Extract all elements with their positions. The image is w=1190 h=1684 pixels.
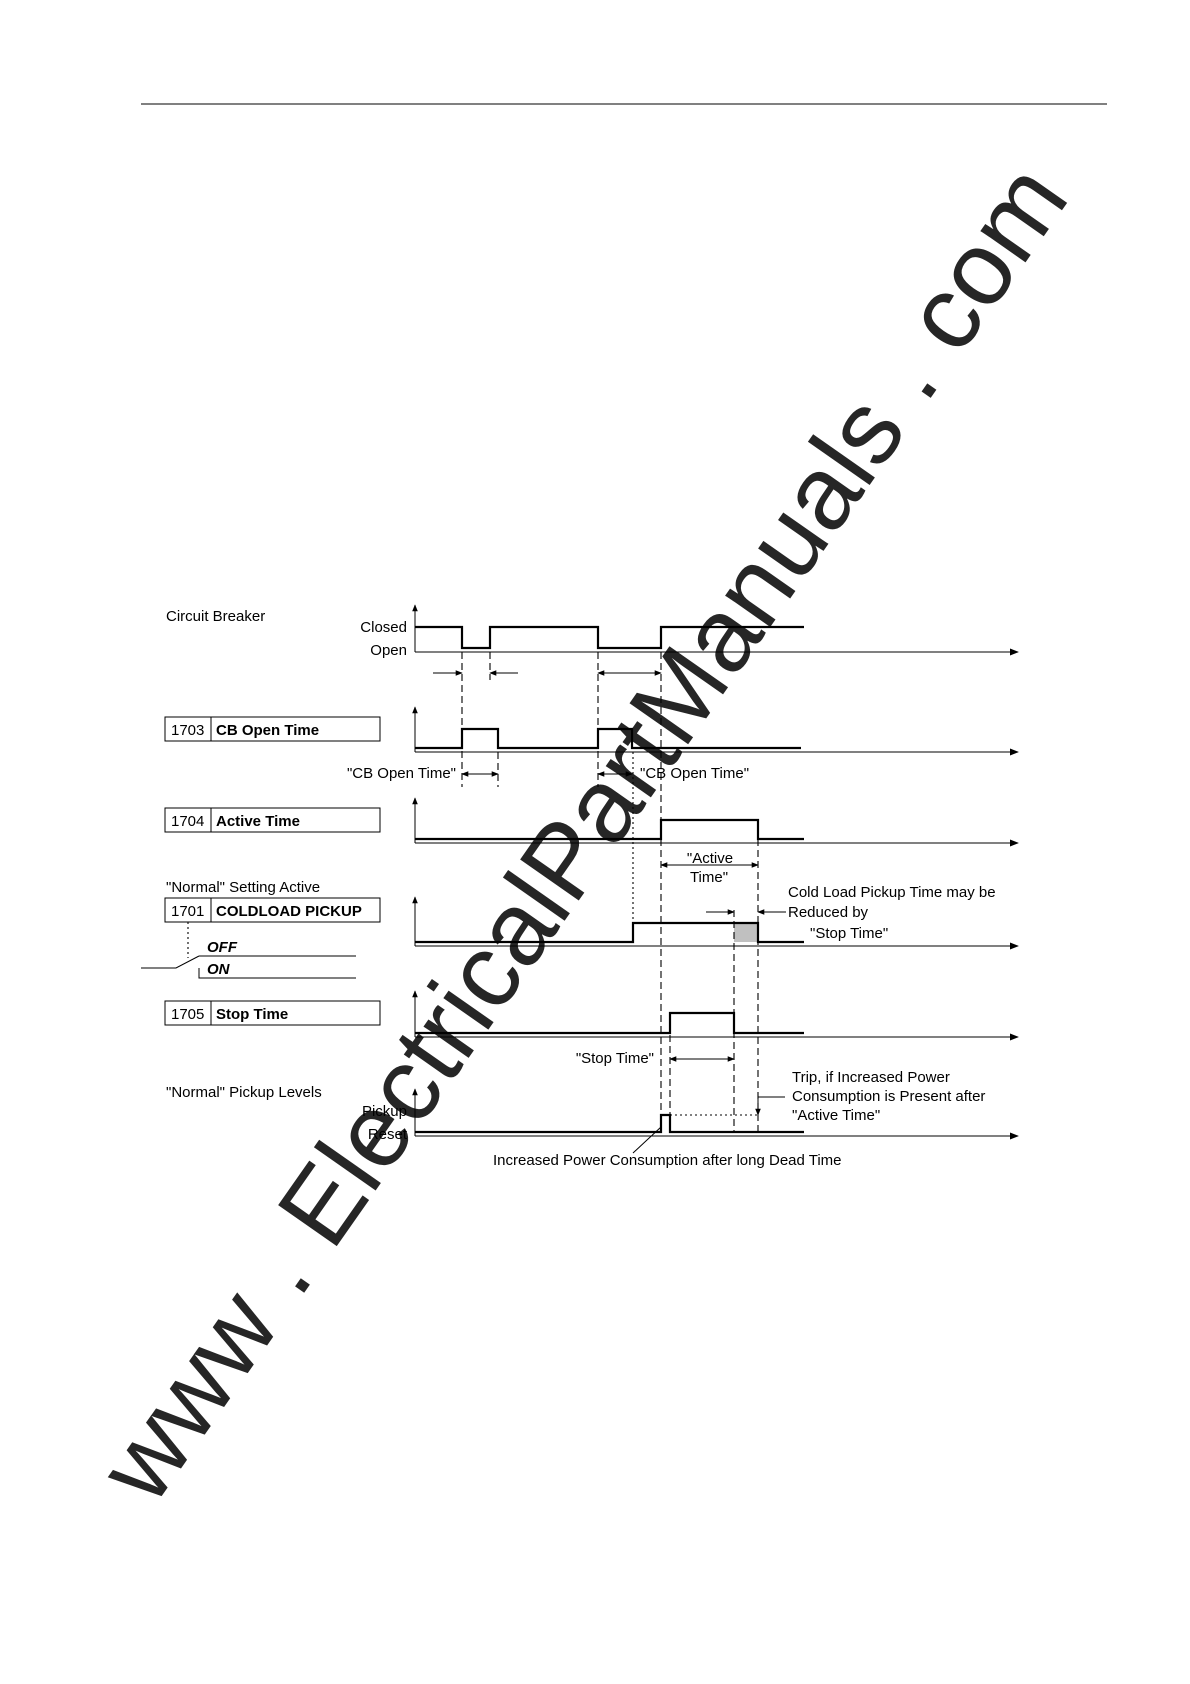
param-name-1703: CB Open Time — [216, 722, 319, 739]
trip-note-line2: Consumption is Present after — [792, 1088, 985, 1105]
param-number-1701: 1701 — [171, 903, 204, 920]
switch-off-label: OFF — [207, 939, 238, 956]
cb-open-time-label-left: "CB Open Time" — [347, 765, 456, 782]
active-time-label-line2: Time" — [690, 869, 728, 886]
pickup-label: Pickup — [362, 1103, 407, 1120]
open-label: Open — [370, 642, 407, 659]
closed-label: Closed — [360, 619, 407, 636]
param-number-1704: 1704 — [171, 813, 204, 830]
pickup-signal — [415, 1113, 804, 1134]
reduced-note-line3: "Stop Time" — [810, 925, 888, 942]
coldload-pickup-signal — [415, 921, 804, 944]
stop-time-label: "Stop Time" — [576, 1050, 654, 1067]
param-box-1705: 1705 Stop Time — [164, 1000, 381, 1026]
coldload-switch-lever — [141, 955, 200, 969]
active-time-label-line1: "Active — [687, 850, 733, 867]
circuit-breaker-label: Circuit Breaker — [166, 608, 265, 625]
normal-setting-active-label: "Normal" Setting Active — [166, 879, 320, 896]
param-box-1704: 1704 Active Time — [164, 807, 381, 833]
param-name-1705: Stop Time — [216, 1006, 288, 1023]
switch-contact-on — [198, 968, 356, 979]
param-box-1701: 1701 COLDLOAD PICKUP — [164, 897, 381, 923]
reduced-pickup-time-area — [734, 923, 758, 942]
param-number-1703: 1703 — [171, 722, 204, 739]
param-number-1705: 1705 — [171, 1006, 204, 1023]
cb-open-time-label-right: "CB Open Time" — [640, 765, 749, 782]
increased-power-label: Increased Power Consumption after long D… — [493, 1152, 842, 1169]
param-name-1704: Active Time — [216, 813, 300, 830]
active-time-signal — [415, 818, 804, 841]
reduced-note-line1: Cold Load Pickup Time may be — [788, 884, 996, 901]
cb-state-signal — [415, 625, 804, 650]
normal-pickup-levels-label: "Normal" Pickup Levels — [166, 1084, 322, 1101]
reduced-note-line2: Reduced by — [788, 904, 869, 921]
param-box-1703: 1703 CB Open Time — [164, 716, 381, 742]
switch-on-label: ON — [207, 961, 231, 978]
cb-open-time-signal — [415, 727, 801, 750]
trip-note-line3: "Active Time" — [792, 1107, 880, 1124]
trip-note-line1: Trip, if Increased Power — [792, 1069, 950, 1086]
stop-time-signal — [415, 1011, 804, 1035]
param-name-1701: COLDLOAD PICKUP — [216, 903, 362, 920]
increased-power-leader — [632, 1126, 662, 1154]
reset-label: Reset — [368, 1126, 408, 1143]
watermark-text: www . ElectricalPartManuals . com — [76, 144, 1090, 1523]
